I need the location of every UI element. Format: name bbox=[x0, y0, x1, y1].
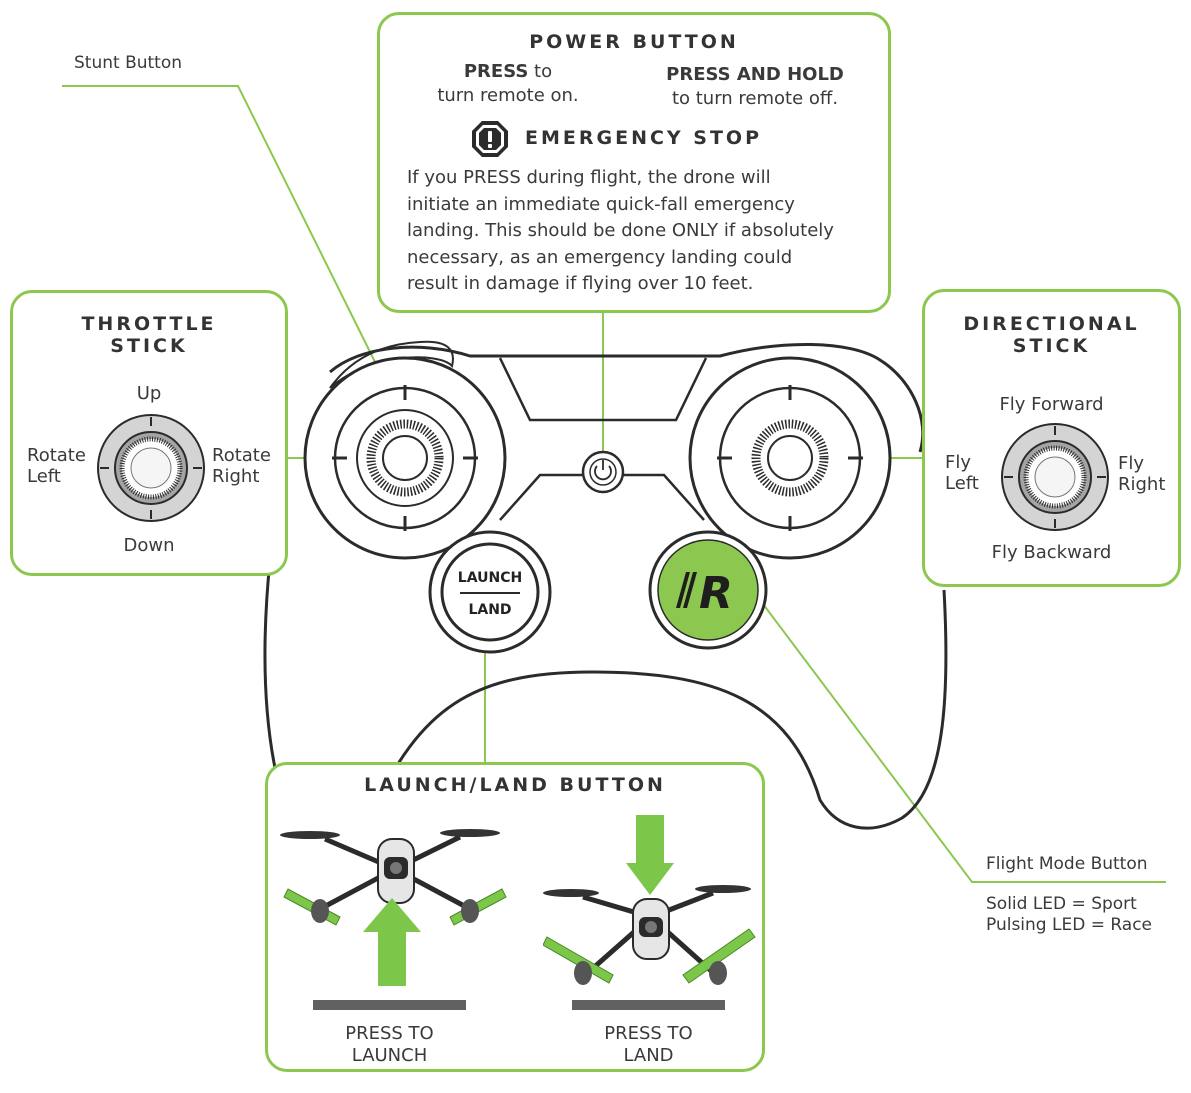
land-button-label: LAND bbox=[468, 602, 511, 618]
emergency-line: result in damage if flying over 10 feet. bbox=[407, 273, 754, 294]
launch-ground-bar bbox=[313, 1000, 466, 1010]
up-arrow-icon bbox=[363, 898, 421, 986]
launch-button-label: LAUNCH bbox=[458, 570, 522, 586]
throttle-title-1: THROTTLE bbox=[81, 313, 217, 335]
directional-title-1: DIRECTIONAL bbox=[963, 313, 1140, 335]
flight-mode-label: Flight Mode Button bbox=[986, 854, 1148, 874]
press-to-launch-2: LAUNCH bbox=[351, 1045, 428, 1066]
press-line-2: turn remote on. bbox=[437, 85, 579, 106]
fly-right-label-1: Fly bbox=[1118, 453, 1145, 474]
down-arrow-icon bbox=[626, 815, 674, 895]
hold-line-2: to turn remote off. bbox=[671, 88, 839, 109]
throttle-left-label-2: Left bbox=[27, 466, 61, 487]
throttle-down-label: Down bbox=[123, 535, 175, 556]
r-logo-text: R bbox=[699, 568, 733, 619]
press-to-land-2: LAND bbox=[623, 1045, 674, 1066]
stunt-leader-line bbox=[62, 85, 379, 369]
emergency-line: initiate an immediate quick-fall emergen… bbox=[407, 193, 795, 215]
landing-drone-icon bbox=[543, 885, 756, 985]
emergency-line: necessary, as an emergency landing could bbox=[407, 246, 793, 268]
fly-right-label-2: Right bbox=[1118, 474, 1166, 495]
throttle-right-label-2: Right bbox=[212, 466, 260, 487]
land-ground-bar bbox=[572, 1000, 725, 1010]
press-instruction: PRESS to bbox=[438, 61, 578, 83]
pulsing-led-label: Pulsing LED = Race bbox=[986, 915, 1153, 935]
fly-left-label-2: Left bbox=[945, 473, 979, 494]
flight-mode-button-graphic[interactable]: R bbox=[648, 530, 768, 650]
power-button-callout: POWER BUTTON PRESS to turn remote on. PR… bbox=[377, 12, 891, 313]
throttle-joystick-icon bbox=[97, 414, 205, 522]
launch-land-title: LAUNCH/LAND BUTTON bbox=[364, 774, 666, 796]
press-bold: PRESS bbox=[463, 61, 529, 82]
stunt-button-label: Stunt Button bbox=[74, 53, 183, 73]
directional-stick-graphic bbox=[688, 356, 892, 560]
directional-stick-callout: DIRECTIONAL STICK Fly Forward Fly Backwa… bbox=[922, 289, 1181, 587]
press-rest: to bbox=[528, 61, 553, 82]
emergency-description: If you PRESS during flight, the drone wi… bbox=[407, 165, 834, 298]
throttle-title-2: STICK bbox=[110, 335, 188, 357]
emergency-stop-title: EMERGENCY STOP bbox=[525, 127, 763, 149]
throttle-stick-callout: THROTTLE STICK Up Down Rotate Left Rotat… bbox=[10, 290, 288, 576]
r-logo-icon bbox=[676, 572, 697, 608]
emergency-stop-icon bbox=[472, 121, 508, 157]
directional-joystick-icon bbox=[1001, 423, 1109, 531]
throttle-left-label-1: Rotate bbox=[27, 445, 86, 466]
directional-title-2: STICK bbox=[1012, 335, 1091, 357]
fly-forward-label: Fly Forward bbox=[999, 394, 1104, 415]
fly-backward-label: Fly Backward bbox=[991, 542, 1112, 563]
throttle-right-label-1: Rotate bbox=[212, 445, 271, 466]
throttle-stick-graphic bbox=[303, 356, 507, 560]
solid-led-label: Solid LED = Sport bbox=[986, 894, 1137, 914]
power-button-title: POWER BUTTON bbox=[529, 31, 739, 53]
emergency-line: If you PRESS during flight, the drone wi… bbox=[407, 167, 771, 188]
launch-land-callout: LAUNCH/LAND BUTTON PRESS TO LAUNCH bbox=[265, 762, 765, 1072]
throttle-up-label: Up bbox=[136, 383, 162, 404]
launching-drone-icon bbox=[280, 829, 507, 926]
press-to-launch-1: PRESS TO bbox=[345, 1023, 434, 1044]
mode-leader-line bbox=[759, 599, 1166, 883]
launch-land-button-graphic[interactable]: LAUNCH LAND bbox=[428, 530, 552, 654]
emergency-line: landing. This should be done ONLY if abs… bbox=[407, 220, 834, 241]
power-button-graphic[interactable] bbox=[581, 450, 625, 494]
press-to-land-1: PRESS TO bbox=[604, 1023, 693, 1044]
hold-instruction: PRESS AND HOLD bbox=[666, 64, 844, 85]
fly-left-label-1: Fly bbox=[945, 452, 972, 473]
